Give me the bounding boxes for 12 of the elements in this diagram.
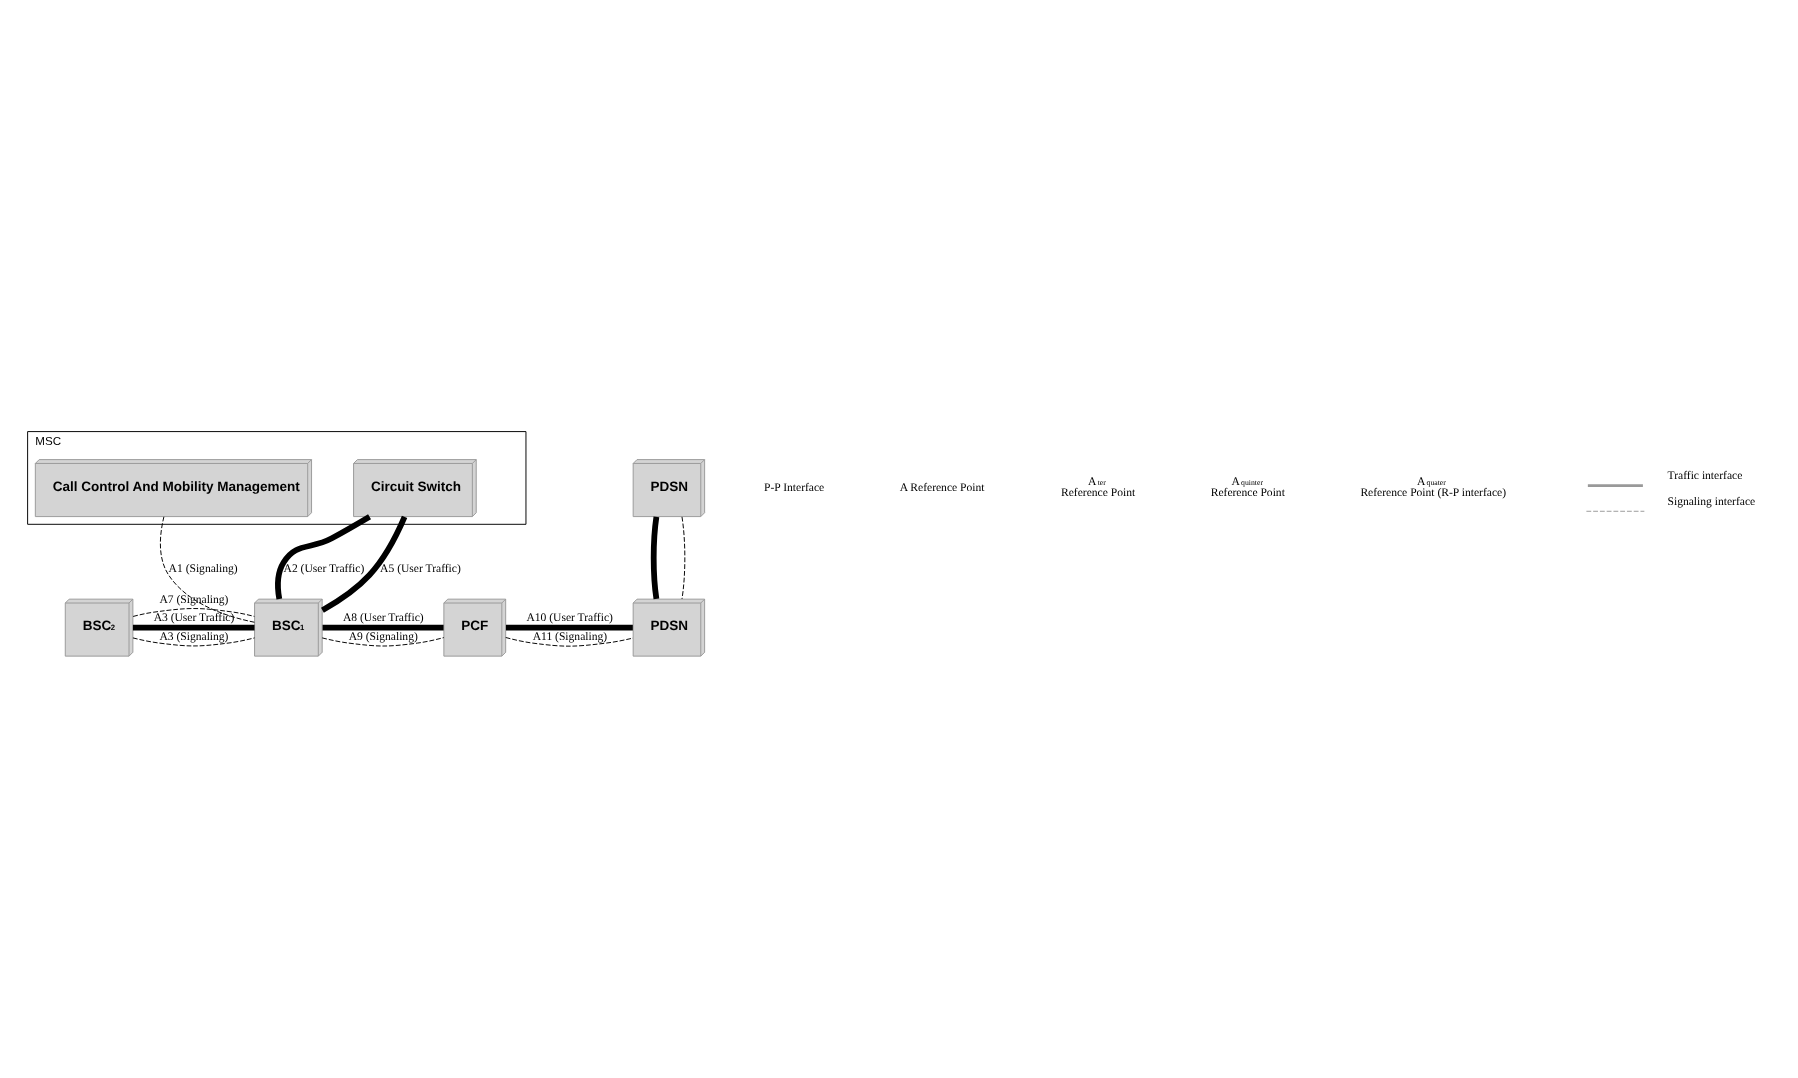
connector bbox=[159, 515, 255, 622]
connector bbox=[681, 515, 686, 599]
connector bbox=[505, 623, 633, 630]
connector bbox=[132, 607, 255, 616]
connector bbox=[322, 623, 444, 630]
connector bbox=[321, 636, 445, 646]
connector bbox=[132, 623, 255, 630]
connector bbox=[505, 636, 634, 646]
connector bbox=[275, 513, 371, 599]
connector bbox=[321, 514, 408, 612]
connector bbox=[132, 636, 255, 646]
connector bbox=[650, 515, 660, 599]
